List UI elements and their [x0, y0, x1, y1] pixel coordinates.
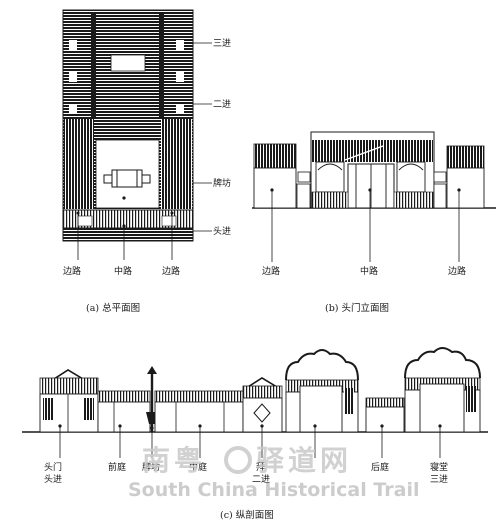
plan-side-roof-right: [161, 119, 192, 209]
plan-lane-right: [159, 14, 164, 119]
elevation-label-side-right: 边路: [448, 265, 466, 277]
section-back-court: [365, 406, 405, 433]
plan-label-third-hall: 三进: [213, 38, 231, 49]
section-front-court: [97, 401, 151, 433]
longitudinal-section: 头门 头进 前庭 牌坊 中庭 拜 二进 后庭 寝堂 三进 (c) 纵剖面图: [22, 347, 488, 521]
section-label-middle-court: 中庭: [189, 461, 207, 473]
section-label-ancestral-line2: 三进: [430, 474, 448, 485]
section-label-hall-line1: 拜: [256, 462, 265, 473]
plan-side-roof-left: [64, 119, 94, 209]
section-label-front-court: 前庭: [108, 461, 126, 473]
watermark-cn-left: 南粤: [142, 444, 206, 477]
plan-caption: (a) 总平面图: [86, 302, 140, 314]
elevation-label-side-left: 边路: [262, 265, 280, 277]
section-label-gate-line1: 头门: [44, 461, 62, 473]
elevation-right-wall: [446, 167, 485, 209]
watermark: 南粤 驿道网 South China Historical Trail: [128, 444, 419, 501]
front-elevation: 边路 中路 边路 (b) 头门立面图: [252, 131, 496, 314]
watermark-en: South China Historical Trail: [128, 479, 419, 501]
elevation-right-roof: [446, 145, 485, 169]
site-plan: 三进 二进 牌坊 头进 边路 中路 边路 (a) 总平面图: [62, 9, 231, 314]
elevation-label-middle: 中路: [360, 265, 378, 277]
plan-label-first-hall: 头进: [213, 226, 231, 237]
section-label-back-court: 后庭: [371, 461, 389, 473]
section-label-archway: 牌坊: [142, 461, 160, 473]
watermark-cn-right: 驿道网: [256, 444, 352, 477]
plan-label-second-hall: 二进: [213, 99, 231, 110]
plan-lane-left: [91, 14, 96, 119]
watermark-logo-icon: [224, 446, 252, 474]
section-caption: (c) 纵剖面图: [220, 509, 274, 521]
section-label-ancestral-line1: 寝堂: [430, 461, 448, 473]
plan-label-middle: 中路: [114, 265, 132, 277]
plan-label-side-left: 边路: [63, 265, 81, 277]
elevation-gate-bay-left: [315, 161, 345, 193]
plan-first-hall: [62, 209, 194, 229]
plan-label-archway: 牌坊: [213, 177, 231, 189]
plan-third-hall-court: [110, 54, 146, 72]
section-label-hall-line2: 二进: [252, 474, 270, 485]
section-gate-roof: [39, 377, 99, 395]
elevation-gate-bay-right: [396, 161, 426, 193]
section-middle-court: [154, 401, 244, 433]
plan-archway-icon: [111, 169, 143, 188]
elevation-gate-roof: [312, 140, 433, 162]
section-label-gate-line2: 头进: [44, 474, 62, 485]
elevation-caption: (b) 头门立面图: [325, 302, 389, 314]
elevation-left-wall: [253, 167, 297, 209]
plan-label-side-right: 边路: [162, 265, 180, 277]
elevation-left-roof: [253, 143, 297, 169]
